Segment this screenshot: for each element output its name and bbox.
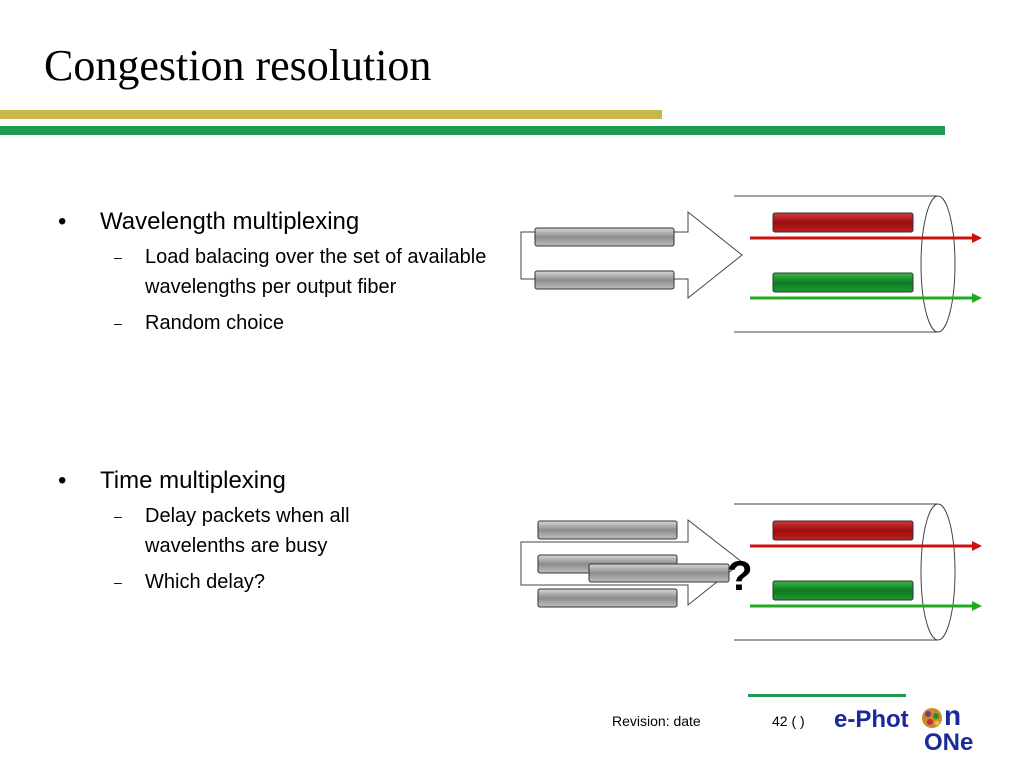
green-arrowhead	[972, 601, 982, 611]
logo-text-line1: e-Phot	[834, 706, 909, 733]
sub-bullet-marker: –	[114, 508, 122, 524]
green-arrowhead	[972, 293, 982, 303]
sub-bullet-item: – Which delay?	[58, 567, 528, 597]
bullet-group-time: • Time multiplexing – Delay packets when…	[58, 465, 528, 603]
sub-bullet-text: Which delay?	[145, 571, 266, 593]
green-packet	[772, 272, 914, 293]
globe-icon	[922, 708, 942, 728]
red-arrowhead	[972, 541, 982, 551]
fiber-end	[920, 503, 956, 641]
diagram-time: ?	[520, 503, 982, 641]
sub-bullet-item: – Delay packets when all wavelenths are …	[58, 501, 445, 561]
bullet-item: • Time multiplexing	[58, 465, 528, 497]
fiber-end	[920, 195, 956, 333]
footer-revision: Revision: date	[612, 713, 701, 729]
sub-bullet-text: Delay packets when all wavelenths are bu…	[145, 505, 350, 557]
ephoton-one-logo: e-Phot n ONe	[834, 700, 973, 756]
bullet-text: Wavelength multiplexing	[100, 208, 360, 235]
bullet-text: Time multiplexing	[100, 467, 286, 494]
red-packet	[772, 212, 914, 233]
gray-packet	[534, 227, 675, 247]
delayed-gray-packet	[588, 563, 730, 583]
green-packet	[772, 580, 914, 601]
red-packet	[772, 520, 914, 541]
question-mark: ?	[727, 552, 753, 599]
sub-bullet-marker: –	[114, 249, 122, 265]
footer-page-number: 42 ( )	[772, 713, 805, 729]
gray-packet	[534, 270, 675, 290]
gray-packet	[537, 588, 678, 608]
bullet-group-wavelength: • Wavelength multiplexing – Load balacin…	[58, 206, 528, 344]
bullet-marker: •	[58, 208, 67, 235]
sub-bullet-text: Random choice	[145, 312, 284, 334]
diagram-wavelength	[520, 195, 982, 333]
bullet-marker: •	[58, 467, 67, 494]
title-underline-green	[0, 126, 945, 135]
sub-bullet-item: – Random choice	[58, 308, 528, 338]
sub-bullet-marker: –	[114, 574, 122, 590]
footer-divider	[748, 694, 906, 697]
title-underline-gold	[0, 110, 662, 119]
sub-bullet-marker: –	[114, 315, 122, 331]
slide-title: Congestion resolution	[44, 41, 432, 90]
bullet-item: • Wavelength multiplexing	[58, 206, 528, 238]
logo-text-line2: ONe	[924, 729, 973, 756]
logo-text-n: n	[944, 700, 961, 731]
sub-bullet-item: – Load balacing over the set of availabl…	[58, 242, 528, 302]
gray-packet	[537, 520, 678, 540]
red-arrowhead	[972, 233, 982, 243]
sub-bullet-text: Load balacing over the set of available …	[145, 246, 487, 298]
